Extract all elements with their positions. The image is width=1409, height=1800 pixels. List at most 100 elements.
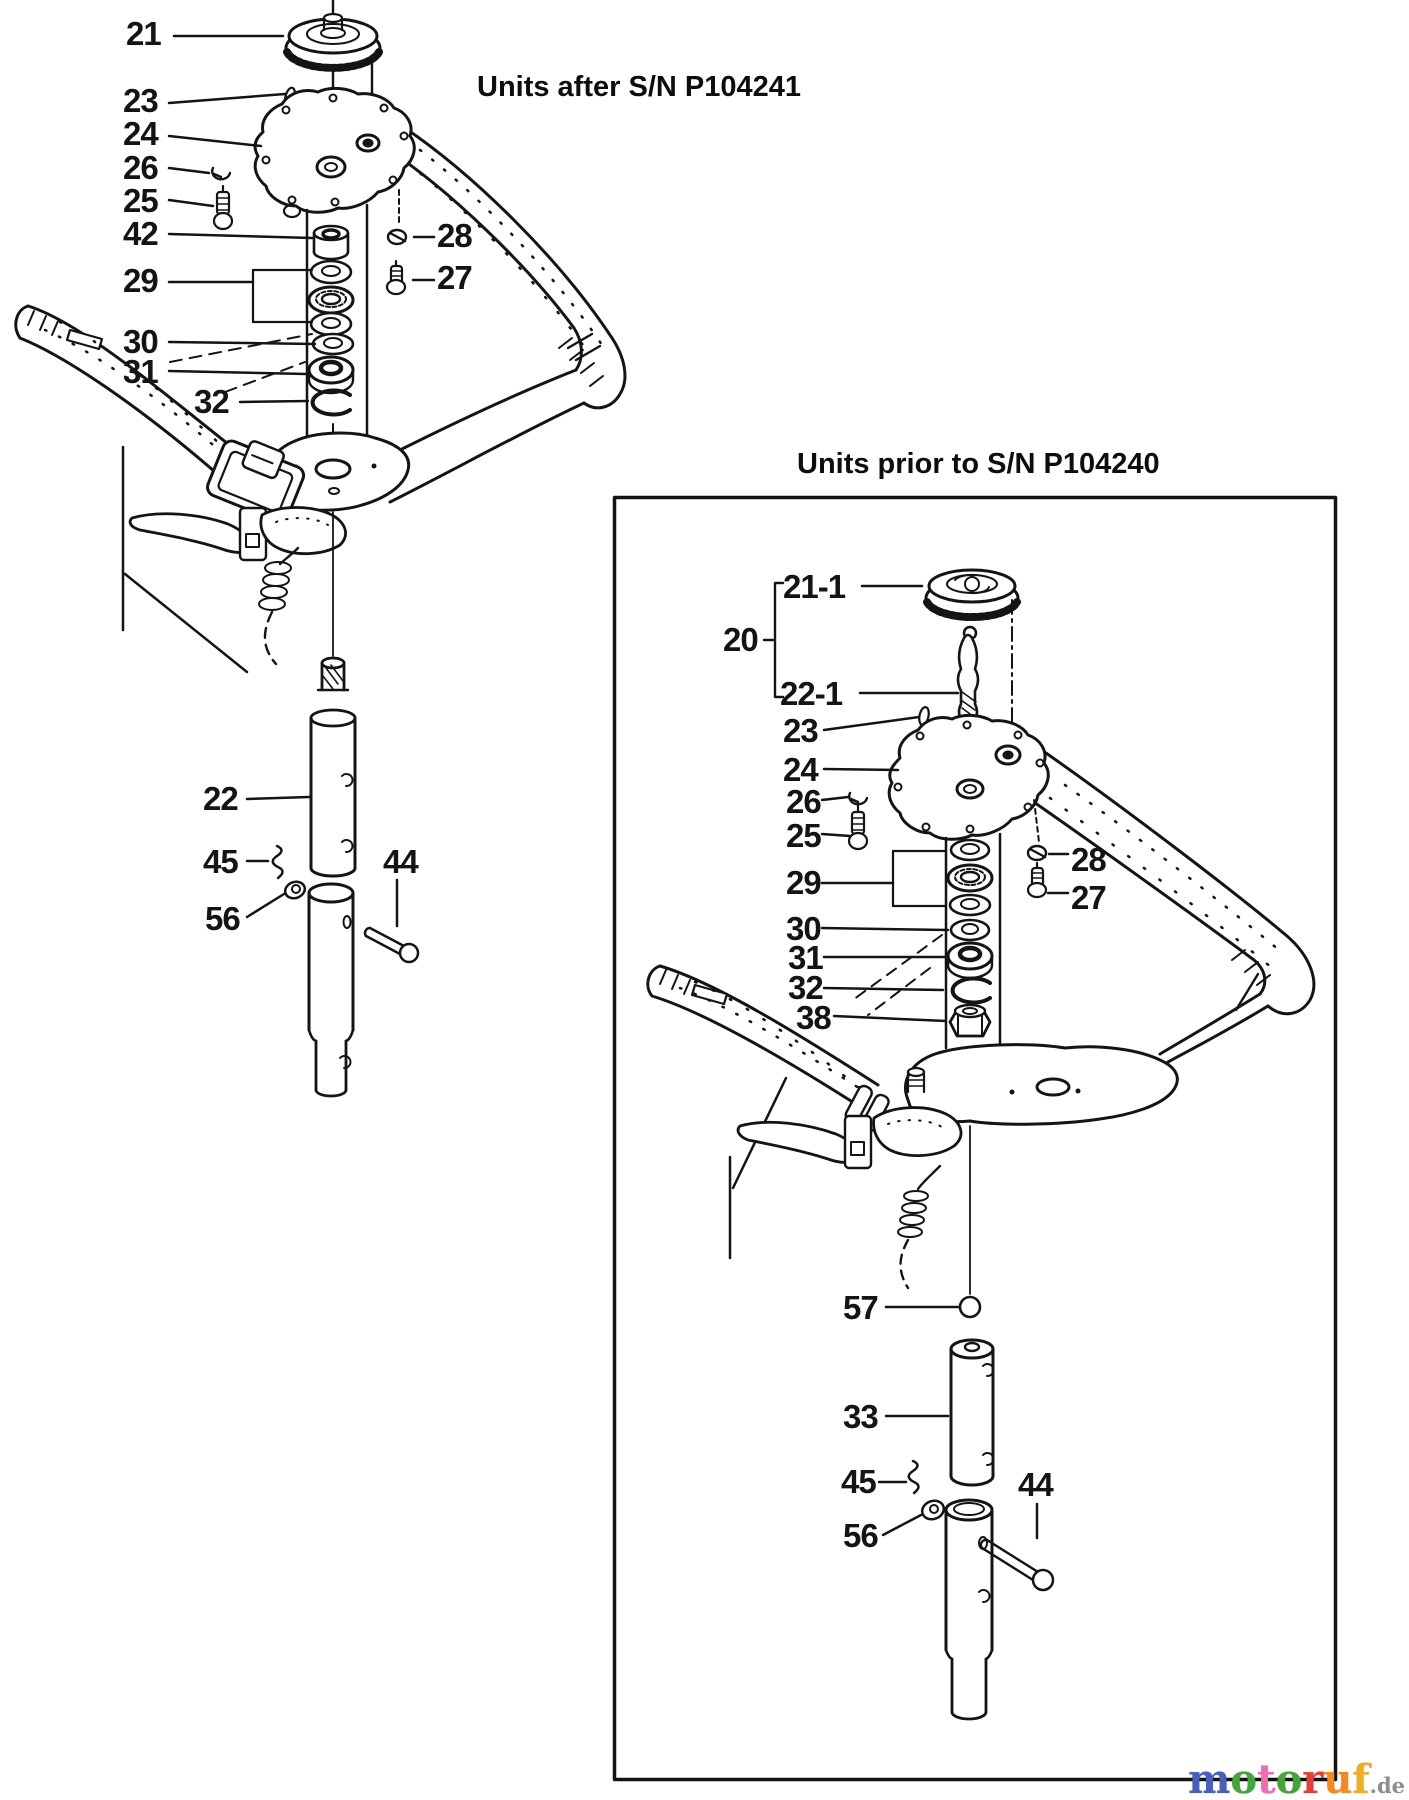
- frame-panel-lines-prior: [728, 1076, 788, 1260]
- part-label-prior-44: 44: [1018, 1466, 1054, 1503]
- part-label-after-25: 25: [123, 182, 159, 219]
- part-label-prior-31: 31: [788, 939, 824, 976]
- bolt-27-prior: [1026, 861, 1048, 899]
- watermark: motoruf.de: [1188, 1760, 1405, 1800]
- part-label-prior-22-1: 22-1: [780, 675, 843, 712]
- part-label-after-30: 30: [123, 323, 159, 360]
- stop-switch: [206, 439, 306, 524]
- gear-21-1: [923, 568, 1021, 622]
- part-label-prior-57: 57: [843, 1289, 879, 1326]
- diagram-prior: [612, 495, 1338, 1782]
- ball-57: [958, 1295, 982, 1319]
- washer-29c-prior: [948, 893, 992, 917]
- snap-ring-32-prior: [950, 976, 992, 1005]
- washer-29b: [307, 285, 355, 315]
- bushing-42: [312, 224, 350, 261]
- plate-stud: [906, 1066, 926, 1094]
- part-label-after-26: 26: [123, 149, 159, 186]
- part-label-after-23: 23: [123, 82, 159, 119]
- part-label-prior-56: 56: [843, 1517, 879, 1554]
- washer-29a-prior: [949, 838, 991, 862]
- bearing-31-prior: [946, 941, 994, 980]
- part-label-prior-30: 30: [786, 910, 822, 947]
- part-label-prior-24: 24: [783, 751, 819, 788]
- lower-tube: [307, 882, 355, 1098]
- bolt-25: [212, 184, 234, 231]
- part-label-after-28: 28: [437, 217, 473, 254]
- part-label-prior-26: 26: [786, 783, 822, 820]
- washer-30: [311, 332, 355, 356]
- part-label-prior-25: 25: [786, 817, 822, 854]
- leader-lines-prior: [762, 581, 1070, 1540]
- handlebar-left: [14, 304, 242, 480]
- bolt-27: [385, 259, 407, 296]
- clip-26-prior: [848, 791, 869, 806]
- washer-29c: [309, 311, 353, 337]
- bearing-31: [307, 355, 355, 395]
- part-label-prior-32: 32: [788, 969, 824, 1006]
- part-label-after-56: 56: [205, 900, 241, 937]
- part-label-after-21: 21: [126, 15, 162, 52]
- pin-44: [363, 926, 420, 964]
- part-label-prior-28: 28: [1071, 841, 1107, 878]
- part-label-after-45: 45: [203, 843, 239, 880]
- clip-45: [271, 844, 284, 880]
- diagram-after-title: Units after S/N P104241: [477, 71, 801, 103]
- dash-to-28-prior: [1033, 799, 1040, 843]
- frame-panel-lines: [121, 445, 249, 674]
- nut-38: [948, 1003, 992, 1038]
- screw-28: [386, 228, 408, 246]
- part-label-after-31: 31: [123, 353, 159, 390]
- part-label-prior-45: 45: [841, 1463, 877, 1500]
- washer-29b-prior: [946, 863, 994, 893]
- throttle-lever: [128, 506, 268, 562]
- drive-shaft-22: [309, 656, 357, 878]
- leader-lines-after: [167, 34, 436, 928]
- cable-boot: [258, 506, 347, 666]
- handlebar-right-prior: [1026, 751, 1316, 1064]
- gear-21: [283, 12, 383, 72]
- part-label-prior-33: 33: [843, 1398, 879, 1435]
- part-label-prior-38: 38: [796, 999, 832, 1036]
- part-label-prior-27: 27: [1071, 879, 1107, 916]
- throttle-lever-prior: [736, 1114, 873, 1170]
- hidden-dash-lines: [169, 333, 313, 393]
- part-label-after-29: 29: [123, 262, 159, 299]
- part-label-after-42: 42: [123, 215, 159, 252]
- snap-ring-32: [310, 388, 352, 417]
- screw-28-prior: [1026, 844, 1048, 862]
- handlebar-right: [384, 124, 627, 504]
- coupler-33: [949, 1338, 995, 1487]
- handlebar-left-prior: [646, 964, 880, 1110]
- cable-boot-prior: [872, 1106, 963, 1290]
- clip-26: [211, 166, 232, 181]
- part-label-after-24: 24: [123, 115, 159, 152]
- pin-44-prior: [979, 1538, 1055, 1592]
- washer-30-prior: [949, 918, 991, 942]
- clip-45-prior: [907, 1459, 920, 1495]
- part-label-after-44: 44: [383, 843, 419, 880]
- mount-plate-prior: [904, 1043, 1179, 1126]
- diagram-after: [14, 0, 627, 1098]
- bolt-25-prior: [847, 804, 869, 851]
- part-label-after-22: 22: [203, 780, 239, 817]
- part-label-after-32: 32: [194, 383, 230, 420]
- washer-29a: [309, 259, 353, 285]
- spindle-columns-prior: [944, 832, 1002, 1050]
- part-label-prior-29: 29: [786, 864, 822, 901]
- prior-box-border: [612, 495, 1338, 1782]
- hidden-dash-lines-prior: [849, 934, 943, 1016]
- part-label-after-27: 27: [437, 259, 473, 296]
- watermark-letters: motoruf: [1188, 1756, 1370, 1800]
- watermark-suffix: .de: [1369, 1773, 1405, 1798]
- diagram-prior-title: Units prior to S/N P104240: [797, 448, 1160, 480]
- part-label-prior-23: 23: [783, 712, 819, 749]
- gearcase-housing-24-prior: [887, 713, 1050, 841]
- lower-tube-prior: [944, 1498, 994, 1721]
- gearcase-housing-24: [253, 86, 416, 219]
- part-label-prior-20: 20: [723, 621, 759, 658]
- washer-56: [283, 880, 307, 900]
- part-label-prior-21-1: 21-1: [783, 568, 846, 605]
